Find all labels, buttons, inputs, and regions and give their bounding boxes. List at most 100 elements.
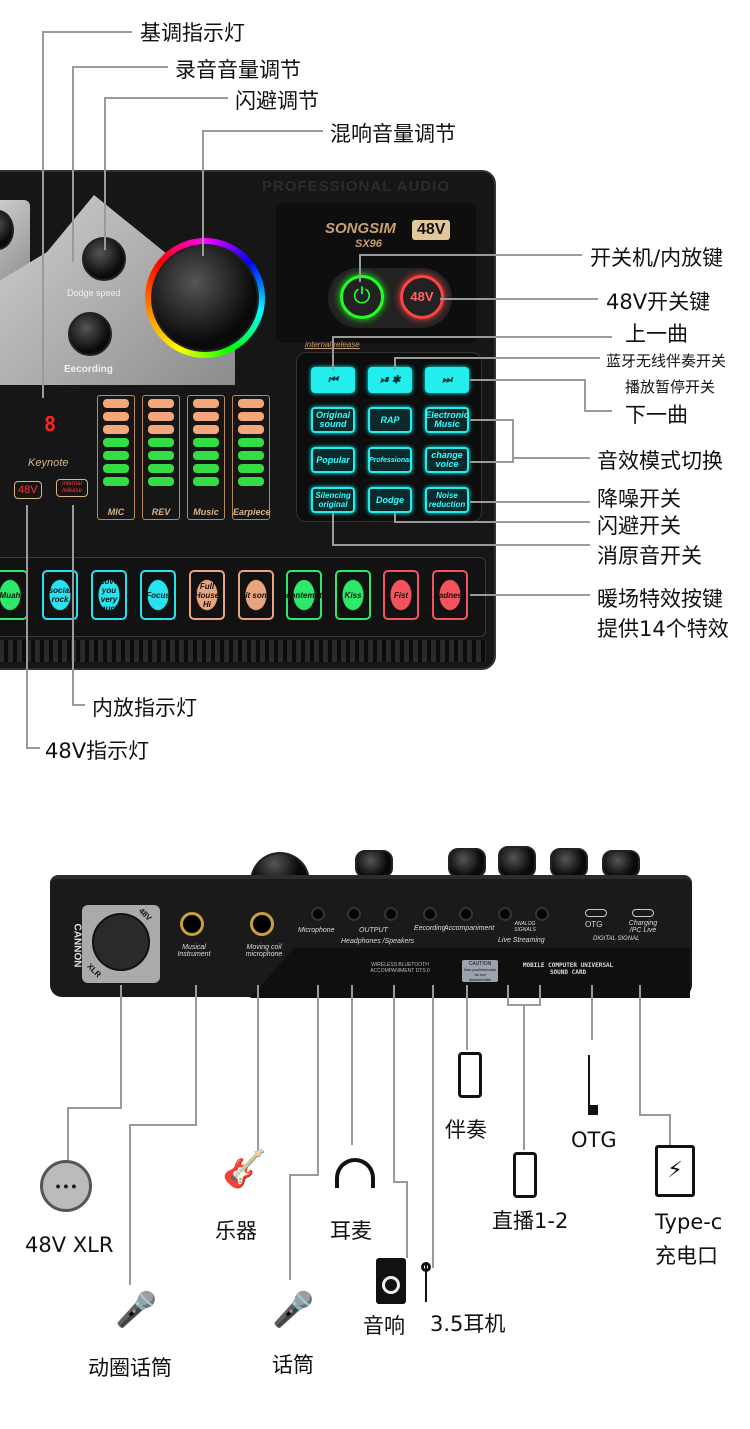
headset-icon [335,1158,375,1188]
vent-grille [0,640,486,662]
otg-port-label: OTG [585,920,603,929]
effect-button[interactable]: Fist [383,570,419,620]
48v-badge: 48V [412,220,451,240]
instrument-jack[interactable] [180,912,204,936]
label-dodge-adjust: 闪避调节 [235,89,319,113]
mic-icon: 🎤 [272,1290,315,1330]
xlr-socket[interactable] [92,913,150,971]
analog-signals-label: ANALOG SIGNALS [514,921,536,933]
recording-knob[interactable] [68,312,112,356]
rap-button[interactable]: RAP [368,407,412,433]
recording-port[interactable] [423,907,437,921]
moving-coil-jack[interactable] [250,912,274,936]
dodge-speed-knob[interactable] [82,237,126,281]
live-port-1[interactable] [498,907,512,921]
label-48v-indicator: 48V指示灯 [45,739,150,763]
brand-embossed-text: PROFESSIONAL AUDIO [262,178,451,195]
microphone-port[interactable] [311,907,325,921]
label-previous-track: 上一曲 [625,322,688,346]
universal-sound-card-label: MOBILE COMPUTER UNIVERSAL SOUND CARD [522,962,614,976]
label-48v-switch: 48V开关键 [606,290,711,314]
cannon-label: CANNON [71,923,83,968]
top-rear-knob [498,846,536,878]
keynote-label: Keynote [28,457,69,469]
accompaniment-port[interactable] [459,907,473,921]
otg-cable-icon [588,1055,598,1115]
effect-button[interactable]: Sadness [432,570,468,620]
label-play-pause: 播放暂停开关 [625,378,716,396]
meter-label: REV [151,507,171,517]
headphones-speakers-label: Headphones /Speakers [341,938,415,945]
meter-music: Music [187,395,225,520]
otg-port[interactable] [585,909,607,917]
noise-reduction-button[interactable]: Noise reduction [425,487,469,513]
effect-button[interactable]: social rock [42,570,78,620]
meter-label: Earpiece [233,507,271,517]
effect-button[interactable]: Full House Hi [189,570,225,620]
label-next-track: 下一曲 [625,403,688,427]
meter-label: MIC [107,507,125,517]
effect-button[interactable]: Muah [0,570,28,620]
label-power-internal: 开关机/内放键 [590,246,724,270]
top-rear-knob [550,848,588,878]
meter-label: Music [193,507,219,517]
electronic-music-button[interactable]: Electronic Music [425,407,469,433]
48v-power-button[interactable]: 48V [400,275,444,319]
live-port-2[interactable] [535,907,549,921]
original-sound-button[interactable]: Original sound [311,407,355,433]
model-text: SX96 [355,238,382,250]
popular-button[interactable]: Popular [311,447,355,473]
caution-note: Non-professionals do not disassemble [463,967,497,982]
silencing-original-button[interactable]: Silencing original [311,487,355,513]
label-reverb-volume: 混响音量调节 [330,122,456,146]
label-speaker: 音响 [363,1314,405,1338]
label-otg: OTG [571,1128,617,1152]
headphones-port[interactable] [347,907,361,921]
speakers-port[interactable] [384,907,398,921]
top-rear-knob [355,850,393,878]
xlr-connector-icon: ● ● ● [40,1160,92,1212]
power-button[interactable]: ⏻ [340,275,384,319]
play-pause-bluetooth-button[interactable]: ⏯ ✱ [368,367,412,393]
internal-release-label: internal release [305,340,360,349]
digital-signal-label: DIGITAL SIGNAL [593,936,640,942]
meter-mic: MIC [97,395,135,520]
next-track-button[interactable]: ⏭ [425,367,469,393]
change-voice-button[interactable]: change voice [425,447,469,473]
label-live: 直播1-2 [492,1209,569,1233]
effect-button[interactable]: Focus [140,570,176,620]
phone-icon-live [513,1152,537,1198]
48v-button-label: 48V [410,289,434,304]
label-charging: 充电口 [655,1244,718,1268]
recording-port-label: Eecording [414,925,446,932]
moving-coil-port-label: Moving coil microphone [245,944,283,958]
instrument-port-label: Musical Instrument [177,944,211,958]
label-earphone: 3.5耳机 [430,1312,506,1336]
reverb-knob-ring[interactable] [145,238,265,358]
effect-button[interactable]: contempt [286,570,322,620]
label-headset: 耳麦 [330,1219,372,1243]
dodge-button[interactable]: Dodge [368,487,412,513]
meter-earpiece: Earpiece [232,395,271,520]
wireless-label: WIRELESS BLUETOOTH ACCOMPANIMENT DTS.0 [370,962,430,974]
label-instrument: 乐器 [215,1219,257,1243]
label-effect-mode: 音效模式切换 [597,449,723,473]
professional-button[interactable]: Professional [368,447,412,473]
meter-rev: REV [142,395,180,520]
charging-port[interactable] [632,909,654,917]
label-dodge-switch: 闪避开关 [597,514,681,538]
reverb-knob[interactable] [151,244,259,352]
charger-icon: ⚡ [655,1145,695,1197]
keynote-display: 8 [43,412,57,436]
charging-port-label: Charging /PC Live [628,920,658,934]
logo-text: SONGSIM [325,220,396,237]
effect-button[interactable]: pit song [238,570,274,620]
label-bluetooth-switch: 蓝牙无线伴奏开关 [606,352,727,370]
previous-track-button[interactable]: ⏮ [311,367,355,393]
label-effects-count: 提供14个特效 [597,617,729,641]
effect-button[interactable]: Love you very much [91,570,127,620]
earphones-icon [421,1262,463,1302]
label-mic: 话筒 [272,1353,314,1377]
effect-button[interactable]: Kiss [335,570,371,620]
